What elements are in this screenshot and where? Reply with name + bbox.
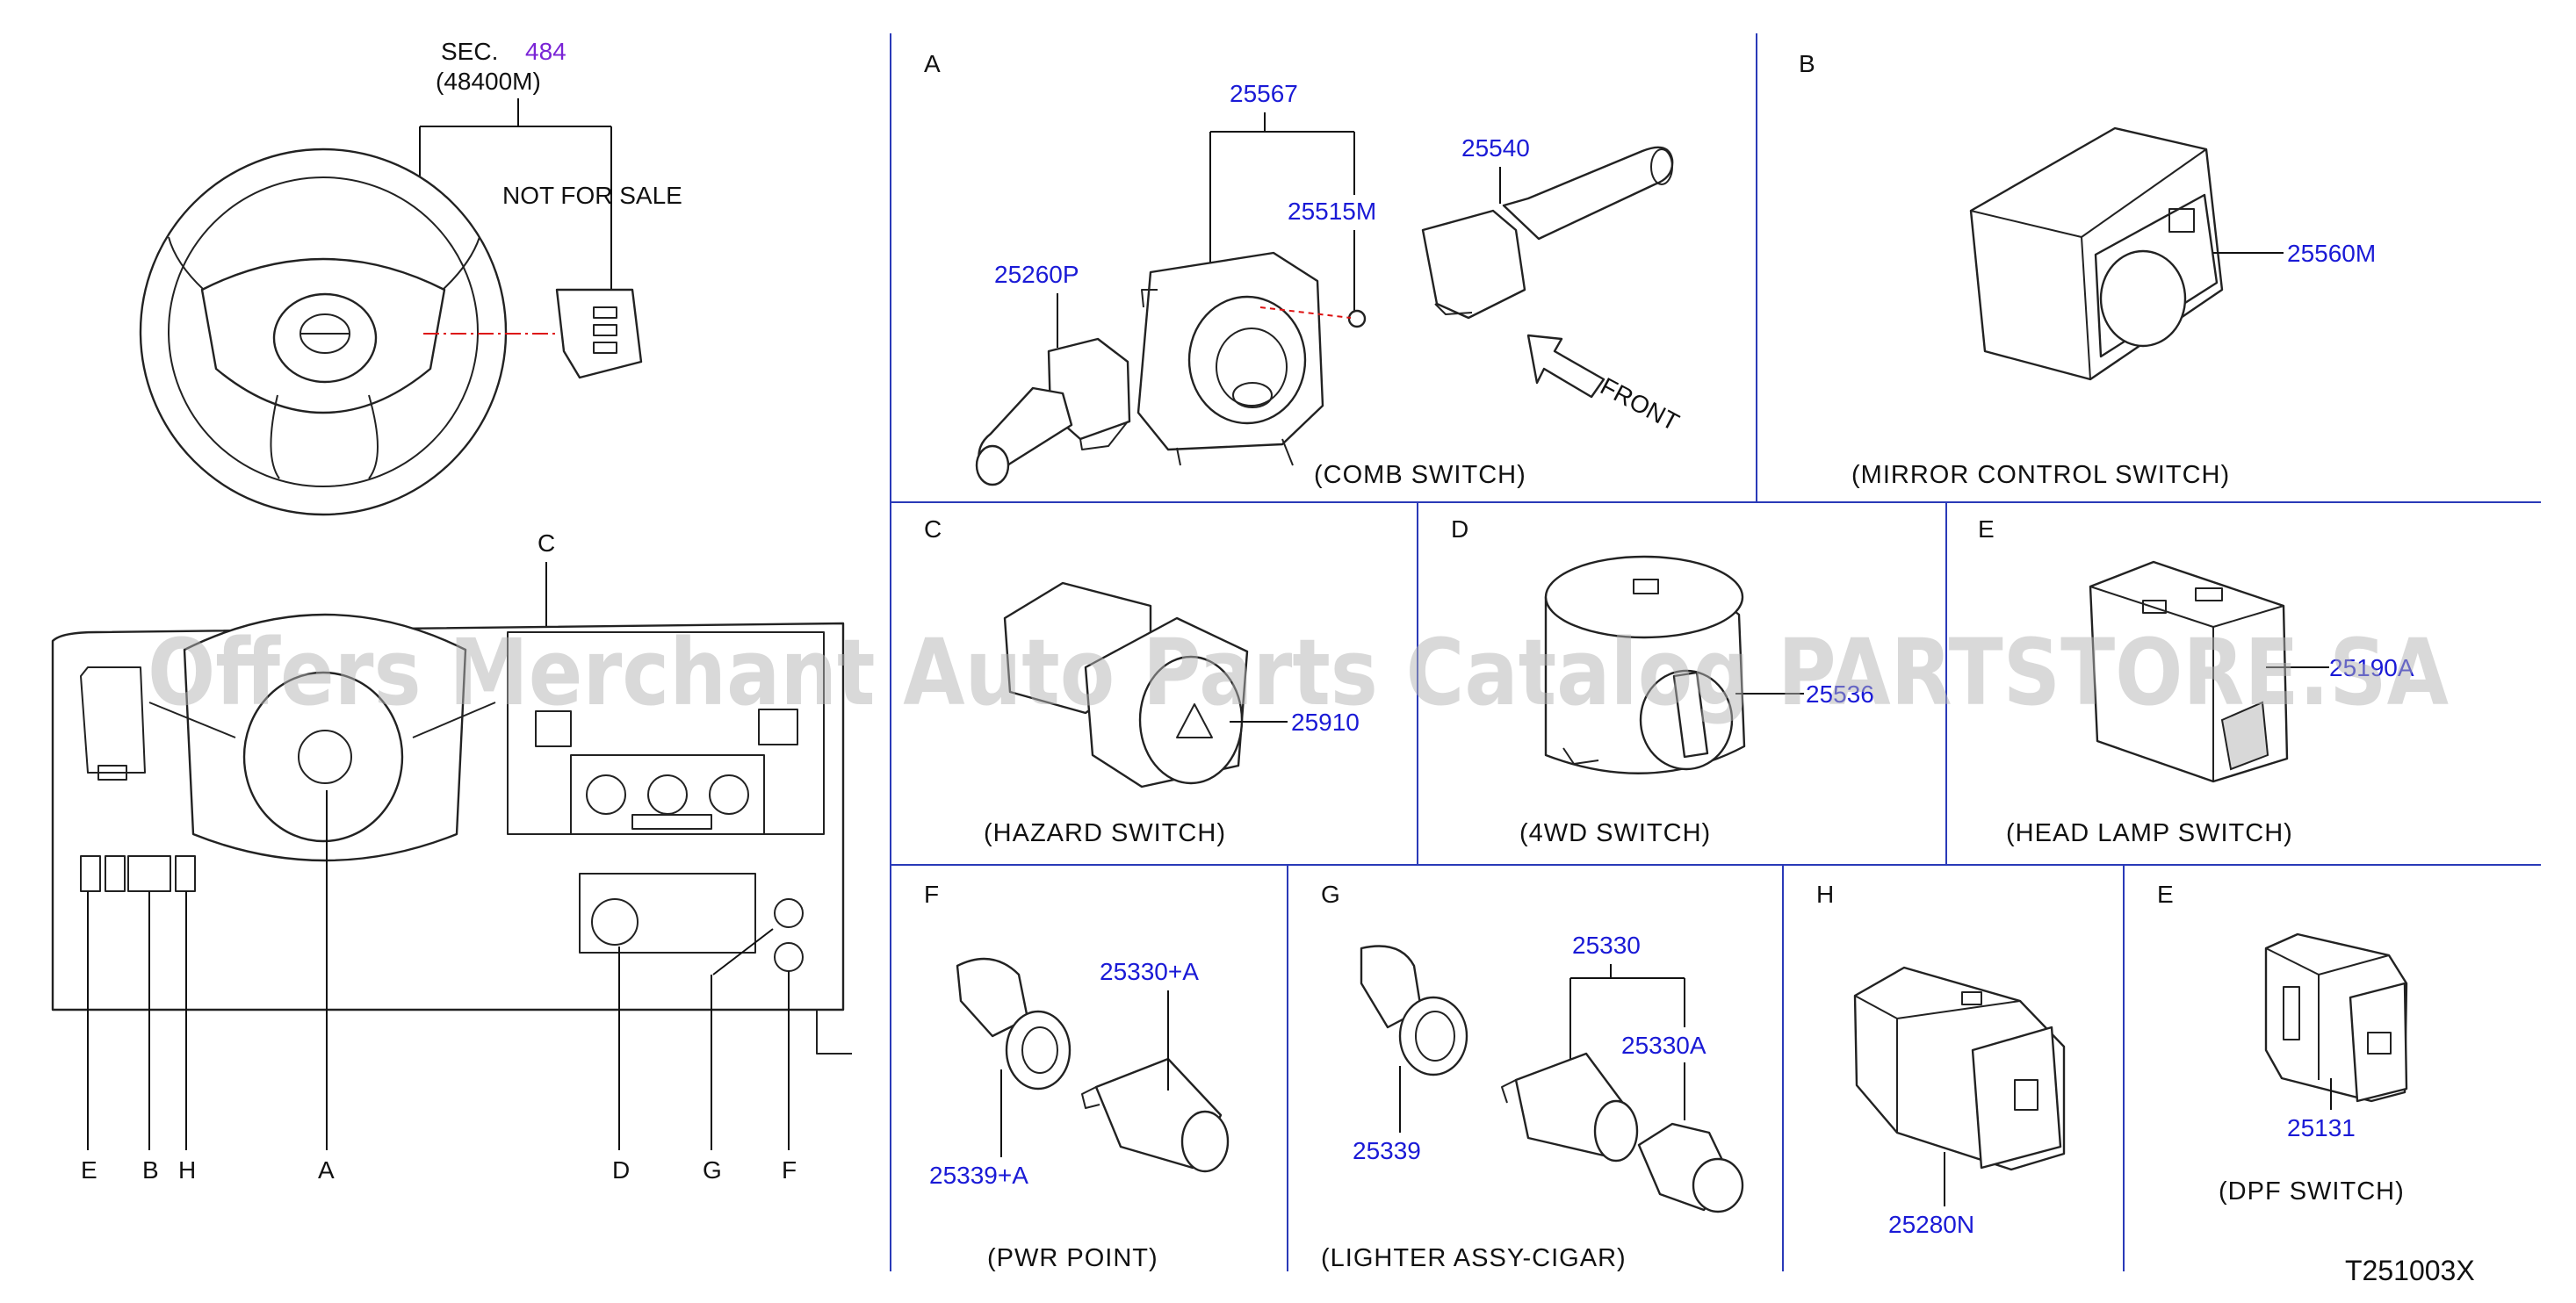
panel-g-cigar-lighter: G 25330 25330A 25339 (LIGHTER ASSY-CIGAR… <box>1321 881 1744 1272</box>
right-stalk-drawing <box>1421 146 1674 320</box>
panel-a-comb-switch: A 25567 25515M 25540 25260P <box>924 50 1684 489</box>
panel-d-caption: (4WD SWITCH) <box>1519 819 1711 847</box>
dash-callout-f: F <box>782 1156 797 1184</box>
power-point-drawing <box>956 957 1230 1173</box>
part-25330a-plus[interactable]: 25330+A <box>1100 958 1199 985</box>
head-lamp-switch-drawing <box>2089 560 2289 783</box>
part-25330a[interactable]: 25330A <box>1621 1032 1707 1059</box>
panel-h-switch: H 25280N <box>1816 881 2066 1238</box>
dash-callout-h: H <box>178 1156 196 1184</box>
part-25190a[interactable]: 25190A <box>2329 654 2414 681</box>
cigar-lighter-drawing <box>1360 945 1744 1213</box>
steering-wheel-drawing <box>139 148 508 516</box>
panel-a-letter: A <box>924 50 941 77</box>
panel-g-letter: G <box>1321 881 1340 908</box>
dash-callout-d: D <box>612 1156 630 1184</box>
callout-c: C <box>538 529 555 557</box>
panel-grid <box>890 33 2541 1271</box>
part-25339a-plus[interactable]: 25339+A <box>929 1162 1028 1189</box>
spiral-cable-drawing <box>1136 251 1367 466</box>
panel-h-letter: H <box>1816 881 1834 908</box>
watermark-text: Offers Merchant Auto Parts Catalog PARTS… <box>148 619 2449 726</box>
panel-d-letter: D <box>1451 515 1468 543</box>
part-25131[interactable]: 25131 <box>2287 1114 2356 1141</box>
dashboard-drawing <box>51 613 852 1055</box>
part-25339[interactable]: 25339 <box>1353 1137 1421 1164</box>
panel-e-caption: (HEAD LAMP SWITCH) <box>2006 819 2293 847</box>
panel-e-dpf-switch: E 25131 (DPF SWITCH) <box>2157 881 2408 1206</box>
dash-callout-g: G <box>703 1156 722 1184</box>
part-25260p[interactable]: 25260P <box>994 261 1079 288</box>
sec-number-link[interactable]: 484 <box>525 38 566 65</box>
4wd-switch-drawing <box>1544 555 1746 774</box>
panel-f-power-point: F 25330+A 25339+A (PWR POINT) <box>924 881 1230 1272</box>
panel-g-caption: (LIGHTER ASSY-CIGAR) <box>1321 1244 1627 1272</box>
diagram-code: T251003X <box>2345 1255 2475 1286</box>
left-stalk-drawing <box>975 337 1131 486</box>
part-25515m[interactable]: 25515M <box>1288 198 1376 225</box>
panel-e-letter: E <box>1978 515 1995 543</box>
panel-c-caption: (HAZARD SWITCH) <box>984 819 1226 847</box>
part-25560m[interactable]: 25560M <box>2287 240 2376 267</box>
dash-callout-e: E <box>81 1156 97 1184</box>
mirror-switch-drawing <box>1969 126 2224 381</box>
panel-c-hazard-switch: C 25910 (HAZARD SWITCH) <box>924 515 1360 847</box>
sec-sub: (48400M) <box>436 68 541 95</box>
sec-prefix: SEC. <box>441 38 498 65</box>
part-25910[interactable]: 25910 <box>1291 709 1360 736</box>
panel-b-letter: B <box>1799 50 1815 77</box>
dash-callout-a: A <box>318 1156 335 1184</box>
not-for-sale-label: NOT FOR SALE <box>502 182 682 209</box>
front-direction-label: FRONT <box>1596 372 1684 436</box>
panel-e2-caption: (DPF SWITCH) <box>2219 1177 2405 1206</box>
part-25536[interactable]: 25536 <box>1806 680 1874 708</box>
overview-section: SEC. 484 (48400M) NOT FOR SALE C <box>51 38 852 1184</box>
panel-d-4wd-switch: D 25536 (4WD SWITCH) <box>1451 515 1874 847</box>
hazard-switch-drawing <box>1003 581 1249 788</box>
part-25330[interactable]: 25330 <box>1572 932 1641 959</box>
panel-b-mirror-control-switch: B 25560M (MIRROR CONTROL SWITCH) <box>1799 50 2376 489</box>
panel-f-caption: (PWR POINT) <box>987 1244 1158 1272</box>
panel-c-letter: C <box>924 515 942 543</box>
panel-h-switch-drawing <box>1853 966 2066 1171</box>
part-25567[interactable]: 25567 <box>1230 80 1298 107</box>
panel-b-caption: (MIRROR CONTROL SWITCH) <box>1851 461 2230 489</box>
dpf-switch-drawing <box>2264 932 2408 1103</box>
panel-e2-letter: E <box>2157 881 2174 908</box>
panel-e-head-lamp-switch: E 25190A (HEAD LAMP SWITCH) <box>1978 515 2414 847</box>
panel-a-caption: (COMB SWITCH) <box>1314 461 1526 489</box>
panel-f-letter: F <box>924 881 939 908</box>
part-25280n[interactable]: 25280N <box>1888 1211 1974 1238</box>
part-25540[interactable]: 25540 <box>1461 134 1530 162</box>
dash-callout-b: B <box>142 1156 159 1184</box>
